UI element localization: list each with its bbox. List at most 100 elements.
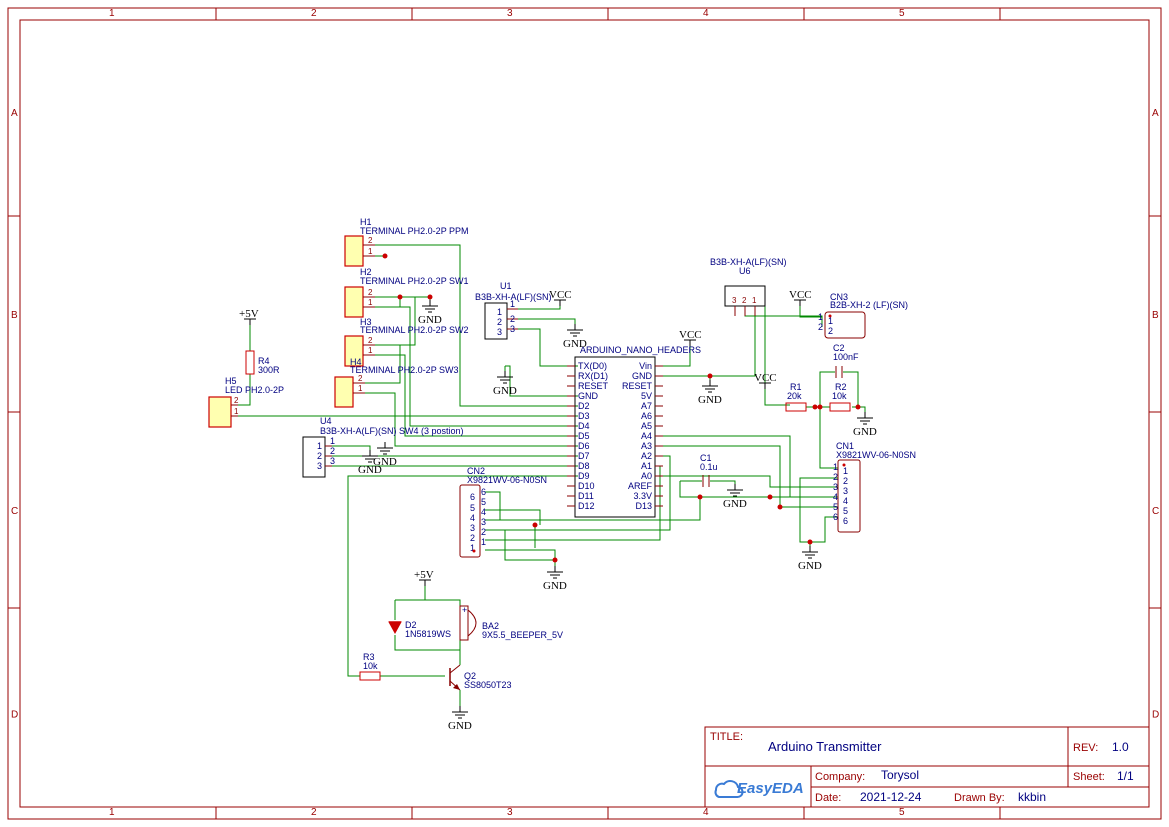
u6-value: B3B-XH-A(LF)(SN) [710, 257, 787, 267]
row-label: D [11, 710, 18, 721]
nano-right-pin: A3 [641, 441, 652, 451]
cn2-ref: CN2 [467, 466, 485, 476]
col-label: 1 [109, 8, 115, 19]
col-label: 1 [109, 807, 115, 818]
svg-text:2: 2 [368, 336, 373, 345]
svg-text:3: 3 [732, 296, 737, 305]
resistor-r2: R2 10k [829, 382, 851, 412]
svg-text:5: 5 [470, 503, 475, 513]
h4-ref: H4 [350, 357, 362, 367]
connector-u4: 123 123 U4 B3B-XH-A(LF)(SN) SW4 (3 posti… [302, 416, 464, 478]
gnd-label: GND [373, 456, 397, 468]
svg-text:3: 3 [481, 517, 486, 527]
c2-ref: C2 [833, 343, 845, 353]
nano-left-pin: D9 [578, 471, 590, 481]
d2-ref: D2 [405, 620, 417, 630]
svg-text:3: 3 [470, 523, 475, 533]
row-label: A [11, 108, 18, 119]
vcc-label: VCC [754, 372, 777, 384]
title-block: TITLE: Arduino Transmitter REV: 1.0 Comp… [704, 726, 1150, 808]
nano-left-pin: D4 [578, 421, 590, 431]
cn2-value: X9821WV-06-N0SN [467, 475, 547, 485]
title-label: TITLE: [710, 731, 743, 743]
r3-ref: R3 [363, 652, 375, 662]
row-label: A [1152, 108, 1159, 119]
nano-right-pin: A5 [641, 421, 652, 431]
beeper-ba2: + BA2 9X5.5_BEEPER_5V [459, 605, 563, 641]
svg-text:2: 2 [368, 236, 373, 245]
svg-text:6: 6 [833, 512, 838, 522]
resistor-r1: R1 20k [785, 382, 807, 412]
gnd-label: GND [698, 394, 722, 406]
svg-text:2: 2 [330, 446, 335, 456]
date-value: 2021-12-24 [860, 790, 922, 804]
h1-value: TERMINAL PH2.0-2P PPM [360, 226, 469, 236]
outer-frame [7, 7, 1162, 820]
svg-text:2: 2 [368, 288, 373, 297]
capacitor-c2: C2 100nF [833, 343, 859, 378]
plus5v-label: +5V [414, 569, 434, 581]
connector-h1: 21 H1 TERMINAL PH2.0-2P PPM [344, 217, 469, 267]
inner-frame [19, 19, 1150, 808]
svg-text:2: 2 [843, 476, 848, 486]
h3-ref: H3 [360, 317, 372, 327]
svg-text:4: 4 [470, 513, 475, 523]
svg-text:3: 3 [510, 324, 515, 334]
h3-value: TERMINAL PH2.0-2P SW2 [360, 325, 469, 335]
col-label: 5 [899, 8, 905, 19]
connector-u1: 123 123 U1 B3B-XH-A(LF)(SN) [475, 281, 552, 340]
svg-text:5: 5 [833, 502, 838, 512]
svg-text:1: 1 [497, 307, 502, 317]
connector-h4: 21 H4 TERMINAL PH2.0-2P SW3 [334, 357, 459, 408]
logo-text: EasyEDA [737, 780, 804, 797]
svg-text:1: 1 [368, 298, 373, 307]
nano-left-pin: D11 [578, 491, 594, 501]
svg-text:1: 1 [843, 466, 848, 476]
sheet-value: 1/1 [1117, 769, 1134, 783]
col-label: 3 [507, 807, 513, 818]
connector-h3: 21 H3 TERMINAL PH2.0-2P SW2 [344, 317, 469, 367]
u4-ref: U4 [320, 416, 332, 426]
connector-h5: 21 H5 LED PH2.0-2P [208, 376, 284, 428]
svg-text:6: 6 [470, 492, 475, 502]
nano-left-pin: TX(D0) [578, 361, 607, 371]
h5-ref: H5 [225, 376, 237, 386]
r1-ref: R1 [790, 382, 802, 392]
cn3-value: B2B-XH-2 (LF)(SN) [830, 300, 908, 310]
svg-text:3: 3 [497, 327, 502, 337]
svg-text:1: 1 [358, 384, 363, 393]
svg-text:2: 2 [742, 296, 747, 305]
plus5v-label: +5V [239, 308, 259, 320]
vcc-label: VCC [789, 289, 812, 301]
svg-text:1: 1 [752, 296, 757, 305]
h5-value: LED PH2.0-2P [225, 385, 284, 395]
u1-ref: U1 [500, 281, 512, 291]
c1-ref: C1 [700, 453, 712, 463]
svg-text:2: 2 [317, 451, 322, 461]
svg-text:6: 6 [843, 516, 848, 526]
company-value: Torysol [881, 768, 919, 782]
svg-text:3: 3 [833, 482, 838, 492]
col-label: 2 [311, 8, 317, 19]
nano-right-pin: 5V [641, 391, 652, 401]
svg-text:1: 1 [317, 441, 322, 451]
gnd-label: GND [798, 560, 822, 572]
nano-left-pin: GND [578, 391, 599, 401]
nano-right-pin: A4 [641, 431, 652, 441]
col-label: 4 [703, 807, 709, 818]
svg-text:1: 1 [833, 462, 838, 472]
q2-value: SS8050T23 [464, 680, 512, 690]
nano-right-pin: 3.3V [633, 491, 652, 501]
nano-right-pin: D13 [635, 501, 652, 511]
gnd-label: GND [418, 314, 442, 326]
nano-right-pin: Vin [639, 361, 652, 371]
q2-ref: Q2 [464, 671, 476, 681]
r3-value: 10k [363, 661, 378, 671]
vcc-label: VCC [679, 329, 702, 341]
drawn-by-label: Drawn By: [954, 792, 1005, 804]
nano-left-pin: D12 [578, 501, 595, 511]
arduino-nano: ARDUINO_NANO_HEADERS TX(D0)RX(D1)RESETGN… [567, 345, 701, 518]
